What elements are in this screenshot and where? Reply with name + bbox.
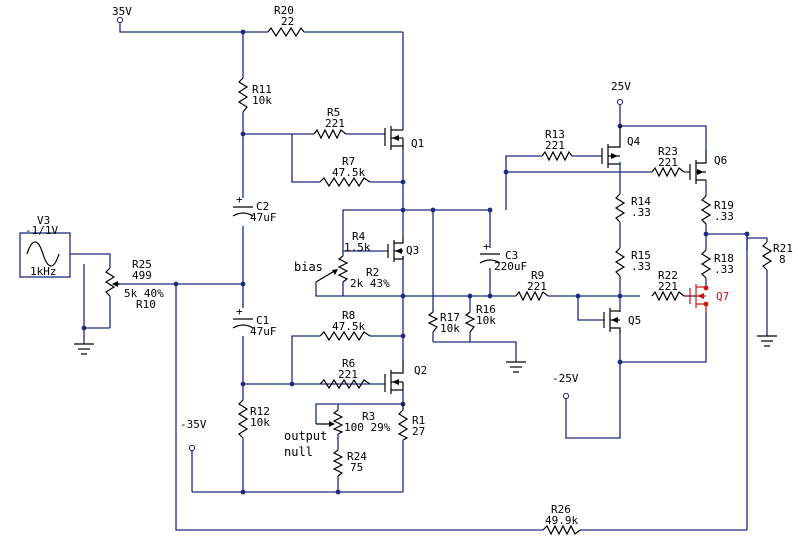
r4-name: R4 (352, 230, 366, 243)
transistor-symbols (384, 126, 709, 394)
label-25v: 25V (611, 80, 631, 93)
r12-value: 10k (250, 416, 270, 429)
output-note: output (284, 429, 327, 443)
r7-value: 47.5k (332, 166, 365, 179)
r24-name: R24 (347, 450, 367, 463)
c1-value: 47uF (250, 325, 277, 338)
r19-name: R19 (714, 199, 734, 212)
r10-setting: 5k 40% (124, 287, 164, 300)
r6-name: R6 (342, 357, 355, 370)
c3-name: C3 (505, 249, 518, 262)
svg-text:+: + (236, 305, 243, 318)
v3-freq: 1kHz (30, 265, 57, 278)
r13-name: R13 (545, 128, 565, 141)
r8-value: 47.5k (332, 320, 365, 333)
supply-terminals (116, 16, 624, 452)
r6-value: 221 (338, 368, 358, 381)
svg-text:+: + (236, 193, 243, 206)
r21-name: R21 (773, 242, 793, 255)
q3-label: Q3 (406, 244, 419, 257)
r20-name: R20 (274, 4, 294, 17)
r23-value: 221 (658, 156, 678, 169)
r22-value: 221 (658, 280, 678, 293)
c2-value: 47uF (250, 211, 277, 224)
pot-wipers (112, 269, 338, 427)
component-labels: V3 -1/1V 1kHz R20 22 R11 10k R5 221 R7 4… (25, 4, 793, 527)
r16-value: 10k (476, 314, 496, 327)
r1-name: R1 (412, 414, 425, 427)
r13-value: 221 (545, 139, 565, 152)
r2-setting: 2k 43% (350, 277, 390, 290)
r1-value: 27 (412, 425, 425, 438)
label-neg35v: -35V (180, 418, 207, 431)
r21-value: 8 (779, 253, 786, 266)
ground-symbol (505, 361, 527, 373)
r18-value: .33 (714, 263, 734, 276)
r5-name: R5 (327, 106, 340, 119)
r22-name: R22 (658, 269, 678, 282)
r26-value: 49.9k (545, 514, 578, 527)
c3-value: 220uF (494, 260, 527, 273)
r25-value: 499 (132, 269, 152, 282)
r14-name: R14 (631, 195, 651, 208)
null-note: null (284, 445, 313, 459)
r17-name: R17 (440, 311, 460, 324)
r17-value: 10k (440, 322, 460, 335)
r24-value: 75 (350, 461, 363, 474)
ground-symbol (73, 343, 95, 355)
capacitor-symbols: + + + (232, 193, 501, 329)
r2-name: R2 (366, 266, 379, 279)
q1-label: Q1 (411, 137, 424, 150)
q2-label: Q2 (414, 364, 427, 377)
r25-name: R25 (132, 258, 152, 271)
signal-source (19, 232, 71, 278)
svg-text:+: + (483, 240, 490, 253)
bias-note: bias (294, 260, 323, 274)
r26-name: R26 (551, 503, 571, 516)
q5-label: Q5 (628, 314, 641, 327)
q7-label: Q7 (716, 290, 729, 303)
r3-setting: 100 29% (344, 421, 391, 434)
r7-name: R7 (342, 155, 355, 168)
r23-name: R23 (658, 145, 678, 158)
r9-value: 221 (527, 280, 547, 293)
r12-name: R12 (250, 405, 270, 418)
r18-name: R18 (714, 252, 734, 265)
c2-name: C2 (256, 200, 269, 213)
r5-value: 221 (325, 117, 345, 130)
ground-symbol (756, 335, 778, 347)
r15-value: .33 (631, 260, 651, 273)
r3-name: R3 (362, 410, 375, 423)
c1-name: C1 (256, 314, 269, 327)
wires (70, 20, 768, 531)
q4-label: Q4 (627, 135, 641, 148)
r11-name: R11 (252, 83, 272, 96)
r19-value: .33 (714, 210, 734, 223)
junction-dots (81, 29, 750, 495)
resistor-symbols (104, 26, 773, 536)
r14-value: .33 (631, 206, 651, 219)
r20-value: 22 (281, 15, 294, 28)
label-35v: 35V (112, 5, 132, 18)
r8-name: R8 (342, 309, 355, 322)
r9-name: R9 (531, 269, 544, 282)
label-neg25v: -25V (552, 372, 579, 385)
v3-name: V3 (37, 214, 50, 227)
q6-label: Q6 (714, 154, 727, 167)
r11-value: 10k (252, 94, 272, 107)
r16-name: R16 (476, 303, 496, 316)
r10-name: R10 (136, 298, 156, 311)
v3-value: -1/1V (25, 224, 58, 237)
r4-value: 1.5k (344, 241, 371, 254)
r15-name: R15 (631, 249, 651, 262)
